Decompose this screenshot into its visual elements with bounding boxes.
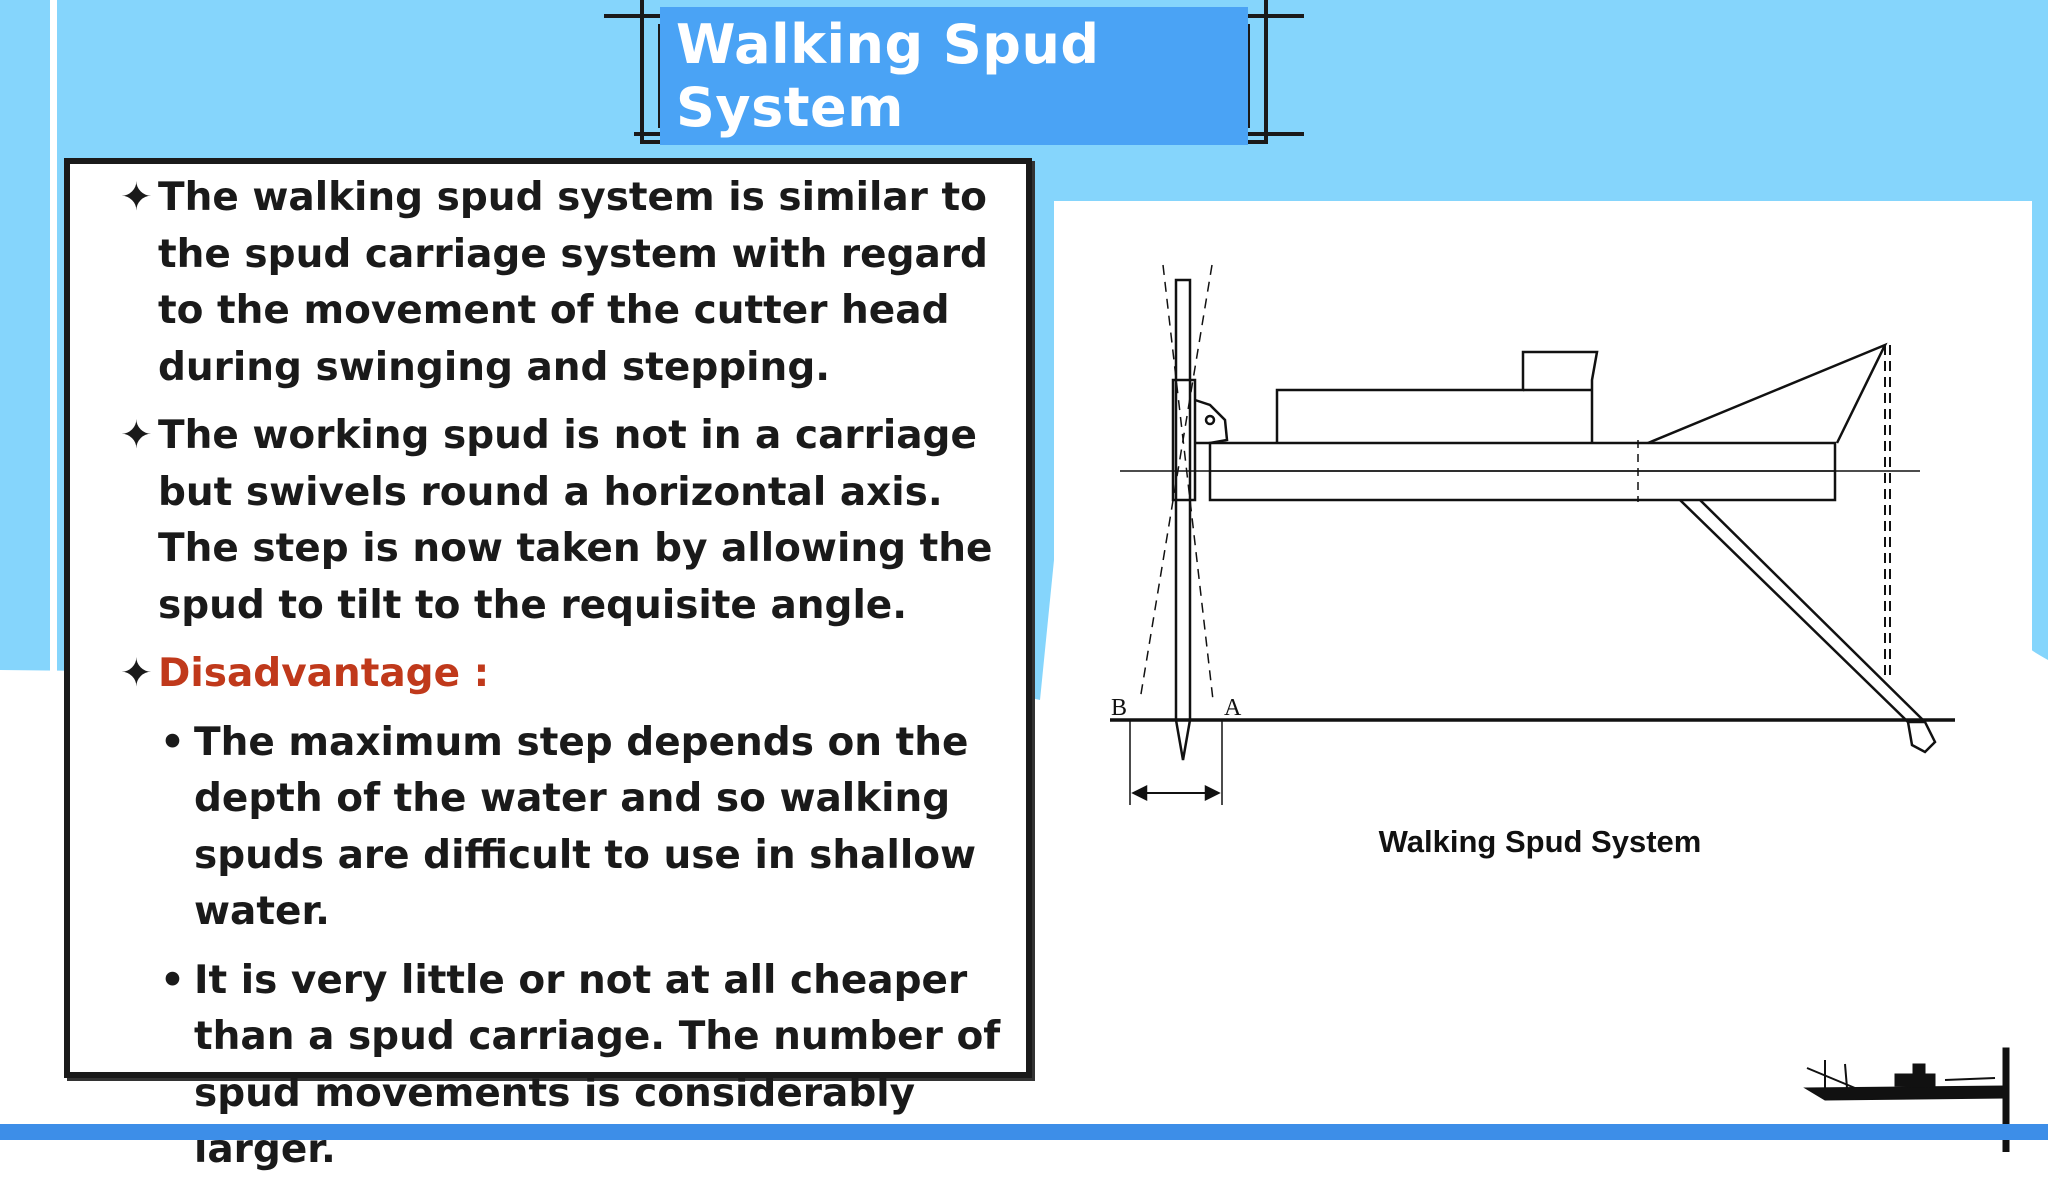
left-vertical-rule	[50, 0, 57, 720]
bullet-dot-icon: •	[160, 957, 185, 1003]
bullet-text: It is very little or not at all cheaper …	[194, 957, 1001, 1173]
swivel-pivot	[1204, 414, 1216, 426]
slide-title: Walking Spud System	[660, 7, 1248, 145]
star-bullet-icon: ✦	[120, 413, 153, 458]
dredger-ship-icon	[1803, 1047, 2010, 1152]
bottom-strip	[0, 1124, 2048, 1140]
cutter-head	[1906, 720, 1937, 754]
dimension-arrow-right	[1204, 784, 1221, 802]
text-content: ✦ The walking spud system is similar to …	[120, 170, 1020, 1191]
paragraph-text: The walking spud system is similar to th…	[158, 175, 988, 390]
ladder-top	[1679, 499, 1909, 723]
walking-spud-diagram: B A	[1110, 264, 1955, 805]
disadvantage-heading-row: ✦ Disadvantage :	[120, 646, 1020, 703]
ladder-bottom	[1699, 499, 1926, 723]
gantry	[1647, 342, 1888, 445]
spud-pole	[1174, 278, 1192, 722]
spud-tip	[1174, 719, 1192, 761]
title-frame: Walking Spud System	[604, 0, 1304, 145]
bullet-dot-icon: •	[160, 719, 185, 765]
cabin	[1275, 350, 1599, 443]
dimension-arrow-left	[1131, 784, 1148, 802]
star-bullet-icon: ✦	[120, 651, 153, 696]
disadvantage-bullet-2: • It is very little or not at all cheape…	[160, 953, 1020, 1179]
tilt-line-right	[1139, 264, 1213, 701]
label-a: A	[1224, 695, 1242, 721]
disadvantage-bullet-1: • The maximum step depends on the depth …	[160, 715, 1020, 941]
swivel-arm	[1194, 398, 1229, 445]
text-panel: ✦ The walking spud system is similar to …	[64, 158, 1032, 1172]
star-bullet-icon: ✦	[120, 175, 153, 220]
title-box: Walking Spud System	[658, 7, 1250, 145]
paragraph-text: The working spud is not in a carriage bu…	[158, 413, 993, 628]
tilt-line-left	[1162, 264, 1214, 701]
figure-panel	[1054, 201, 2032, 921]
spud-bracket	[1171, 378, 1197, 502]
paragraph-2: ✦ The working spud is not in a carriage …	[120, 408, 1020, 634]
figure-caption: Walking Spud System	[1378, 824, 1702, 859]
paragraph-1: ✦ The walking spud system is similar to …	[120, 170, 1020, 396]
label-b: B	[1111, 695, 1127, 721]
disadvantage-heading: Disadvantage :	[158, 651, 490, 696]
bullet-text: The maximum step depends on the depth of…	[194, 719, 977, 935]
